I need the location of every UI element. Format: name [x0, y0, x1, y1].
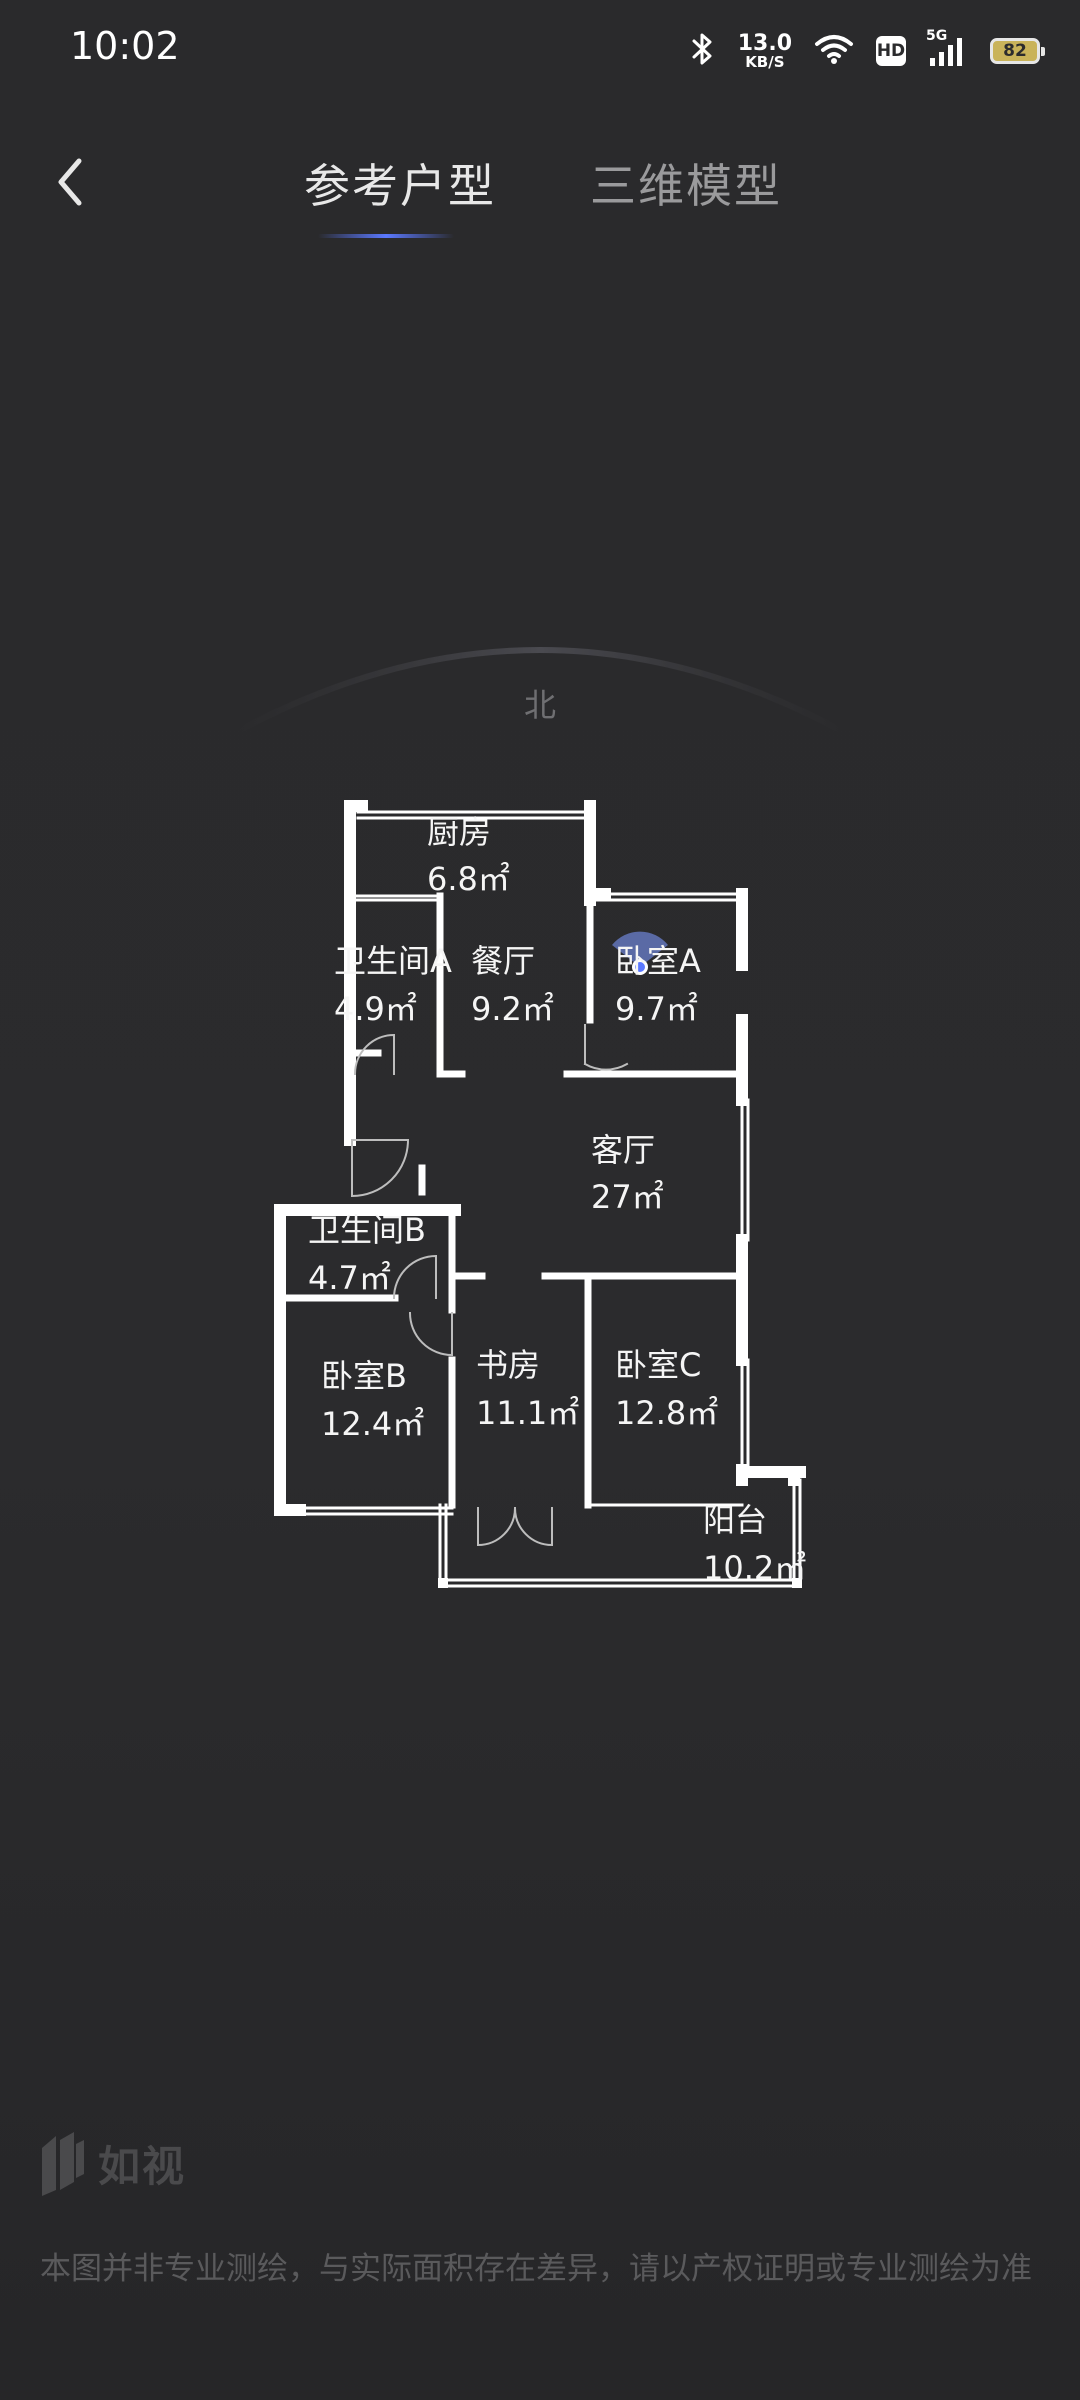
room-dining-name: 餐厅 [471, 942, 536, 980]
battery-level: 82 [1003, 41, 1027, 61]
room-bathroom-a-area: 4.9㎡ [334, 990, 417, 1028]
bluetooth-icon [690, 31, 716, 71]
room-bedroom-c-name: 卧室C [615, 1346, 702, 1384]
room-balcony-area: 10.2㎡ [703, 1549, 807, 1587]
room-living-area: 27㎡ [591, 1178, 664, 1216]
net-speed-unit: KB/S [745, 52, 785, 71]
room-kitchen-area: 6.8㎡ [427, 860, 510, 898]
hd-icon: HD [876, 36, 906, 66]
room-bedroom-b-name: 卧室B [321, 1357, 407, 1395]
chevron-left-icon [58, 158, 82, 206]
net-speed-value: 13.0 [737, 30, 792, 56]
room-bedroom-a-name: 卧室A [615, 942, 701, 980]
room-kitchen-name: 厨房 [427, 813, 492, 851]
tab-floor-plan[interactable]: 参考户型 [304, 159, 496, 213]
status-bar: 10:02 13.0 KB/S HD 5G [0, 0, 1080, 100]
room-bathroom-b-name: 卫生间B [308, 1211, 426, 1249]
tab-indicator [318, 234, 454, 238]
signal-label: 5G [926, 28, 948, 44]
brand-name: 如视 [98, 2141, 187, 2191]
room-bedroom-b-area: 12.4㎡ [321, 1405, 425, 1443]
signal-icon: 5G [926, 28, 968, 68]
realsee-logo-icon [42, 2132, 84, 2196]
room-bedroom-c-area: 12.8㎡ [615, 1394, 719, 1432]
battery-icon: 82 [990, 38, 1045, 64]
compass-arc [238, 647, 842, 733]
room-bathroom-b-area: 4.7㎡ [308, 1259, 391, 1297]
net-speed: 13.0 KB/S [737, 30, 792, 71]
header: 参考户型 三维模型 [0, 130, 1080, 250]
room-study-name: 书房 [476, 1346, 541, 1384]
status-icons: 13.0 KB/S HD 5G 82 [690, 26, 1045, 76]
room-bedroom-a-area: 9.7㎡ [615, 990, 698, 1028]
wifi-icon [814, 33, 854, 69]
room-dining-area: 9.2㎡ [471, 990, 554, 1028]
status-time: 10:02 [70, 24, 180, 68]
room-balcony-name: 阳台 [703, 1501, 768, 1539]
disclaimer-text: 本图并非专业测绘，与实际面积存在差异，请以产权证明或专业测绘为准 [40, 2251, 1032, 2287]
room-living-name: 客厅 [591, 1131, 656, 1169]
brand-logo: 如视 [38, 2130, 186, 2196]
room-study-area: 11.1㎡ [476, 1394, 580, 1432]
room-bathroom-a-name: 卫生间A [334, 942, 452, 980]
north-label: 北 [524, 686, 557, 724]
tab-3d-model[interactable]: 三维模型 [590, 159, 782, 213]
back-button[interactable] [40, 152, 100, 212]
